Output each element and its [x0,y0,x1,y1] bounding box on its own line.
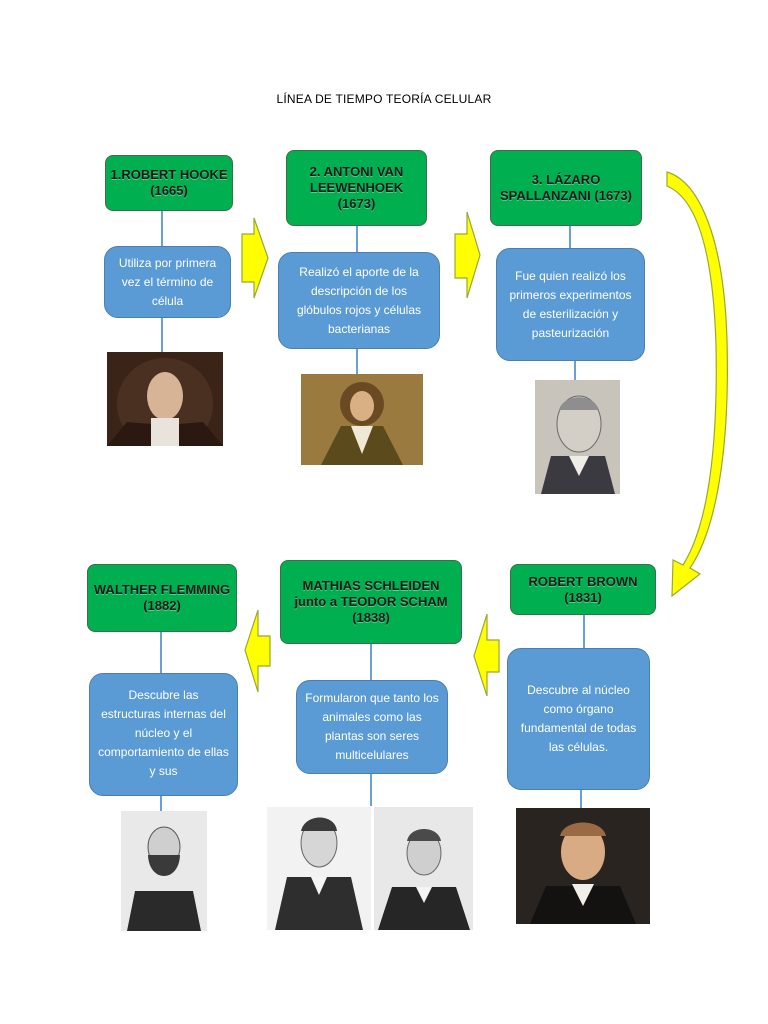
portrait-flemming [121,811,207,931]
node-spallanzani: 3. LÁZARO SPALLANZANI (1673) [490,150,642,226]
portrait-spallanzani [535,380,620,494]
connector-flemming [160,632,162,673]
connector-spallanzani [569,226,571,248]
desc-brown: Descubre al núcleo como órgano fundament… [507,648,650,790]
desc-schleiden-schwann: Formularon que tanto los animales como l… [296,680,448,774]
connector-hooke [161,211,163,246]
node-flemming: WALTHER FLEMMING (1882) [87,564,237,632]
connector-brown [583,615,585,648]
portrait-hooke [107,352,223,446]
connector-spallanzani-portrait [574,361,576,380]
desc-hooke: Utiliza por primera vez el término de cé… [104,246,231,318]
connector-schleiden [370,644,372,680]
connector-brown-portrait [580,790,582,808]
node-schleiden-schwann: MATHIAS SCHLEIDEN junto a TEODOR SCHAM (… [280,560,462,644]
connector-hooke-portrait [161,318,163,352]
portrait-schleiden [267,807,371,930]
arrow-left-icon [473,613,500,697]
connector-schleiden-portrait [370,774,372,806]
desc-flemming: Descubre las estructuras internas del nú… [89,673,238,796]
arrow-right-icon [454,211,481,299]
portrait-leeuwenhoek [301,374,423,465]
node-brown: ROBERT BROWN (1831) [510,564,656,615]
connector-flemming-portrait [160,796,162,811]
curved-arrow-down-icon [666,171,728,598]
connector-leeuwenhoek [356,226,358,252]
node-leeuwenhoek: 2. ANTONI VAN LEEWENHOEK (1673) [286,150,427,226]
desc-spallanzani: Fue quien realizó los primeros experimen… [496,248,645,361]
arrow-right-icon [241,217,269,299]
connector-leeuwenhoek-portrait [356,349,358,374]
portrait-schwann [374,807,473,930]
node-hooke: 1.ROBERT HOOKE (1665) [105,155,233,211]
portrait-brown [516,808,650,924]
arrow-left-icon [244,609,271,693]
page-title: LÍNEA DE TIEMPO TEORÍA CELULAR [276,92,492,106]
desc-leeuwenhoek: Realizó el aporte de la descripción de l… [278,252,440,349]
